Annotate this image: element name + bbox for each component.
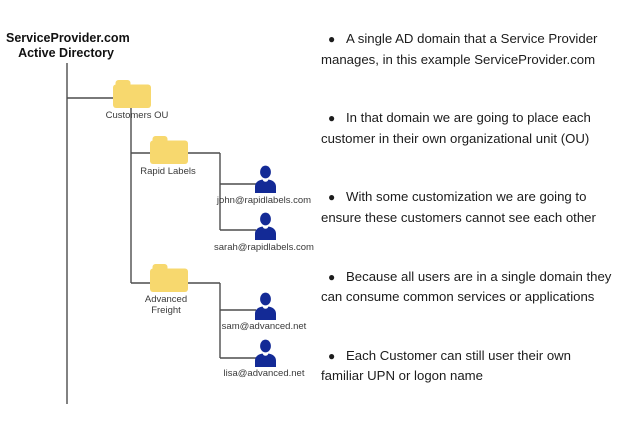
user-sarah-email-label: sarah@rapidlabels.com [214, 242, 314, 253]
advanced-freight-folder-icon [150, 264, 188, 292]
user-sam-icon [255, 292, 276, 320]
bullet-dot-icon: ● [328, 348, 336, 363]
advanced-freight-label: Advanced Freight [126, 294, 206, 316]
diagram-title-line2: Active Directory [18, 45, 114, 60]
bullet-list: ● A single AD domain that a Service Provi… [321, 29, 621, 386]
user-john-email-label: john@rapidlabels.com [216, 195, 312, 206]
bullet-dot-icon: ● [328, 111, 336, 126]
advanced-freight-label-line2: Freight [151, 304, 181, 316]
bullet-item: ● With some customization we are going to… [321, 187, 621, 227]
bullet-dot-icon: ● [328, 269, 336, 284]
rapid-labels-folder-icon [150, 136, 188, 164]
user-lisa-email-label: lisa@advanced.net [223, 368, 305, 379]
bullet-line: In that domain we are going to place eac… [346, 110, 591, 126]
user-lisa-icon [255, 339, 276, 367]
customers-ou-folder-icon [113, 80, 151, 108]
bullet-line: familiar UPN or logon name [321, 368, 483, 384]
bullet-line: customer in their own organizational uni… [321, 130, 590, 146]
user-john-icon [255, 165, 276, 193]
bullet-item: ● Because all users are in a single domai… [321, 267, 621, 307]
bullet-line: ensure these customers cannot see each o… [321, 209, 596, 225]
bullet-line: manages, in this example ServiceProvider… [321, 51, 596, 67]
diagram-title-line1: ServiceProvider.com [6, 31, 130, 45]
bullet-item: ● In that domain we are going to place ea… [321, 108, 621, 148]
diagram-title: ServiceProvider.com Active Directory [6, 31, 130, 60]
bullet-line: can consume common services or applicati… [321, 289, 595, 305]
advanced-freight-label-line1: Advanced [144, 294, 188, 305]
bullet-dot-icon: ● [328, 190, 336, 205]
user-sarah-icon [255, 212, 276, 240]
bullet-line: Each Customer can still user their own [346, 347, 572, 363]
rapid-labels-label: Rapid Labels [140, 166, 196, 177]
user-sam-email-label: sam@advanced.net [221, 321, 307, 332]
tree-connector-lines [66, 63, 256, 404]
bullet-dot-icon: ● [328, 32, 336, 46]
bullet-line: Because all users are in a single domain… [346, 268, 612, 284]
bullet-line: A single AD domain that a Service Provid… [346, 31, 598, 46]
bullet-item: ●Each Customer can still user their own … [321, 346, 621, 386]
bullet-line: With some customization we are going to [346, 189, 587, 205]
customers-ou-label: Customers OU [105, 110, 169, 121]
bullet-item: ● A single AD domain that a Service Provi… [321, 29, 621, 69]
